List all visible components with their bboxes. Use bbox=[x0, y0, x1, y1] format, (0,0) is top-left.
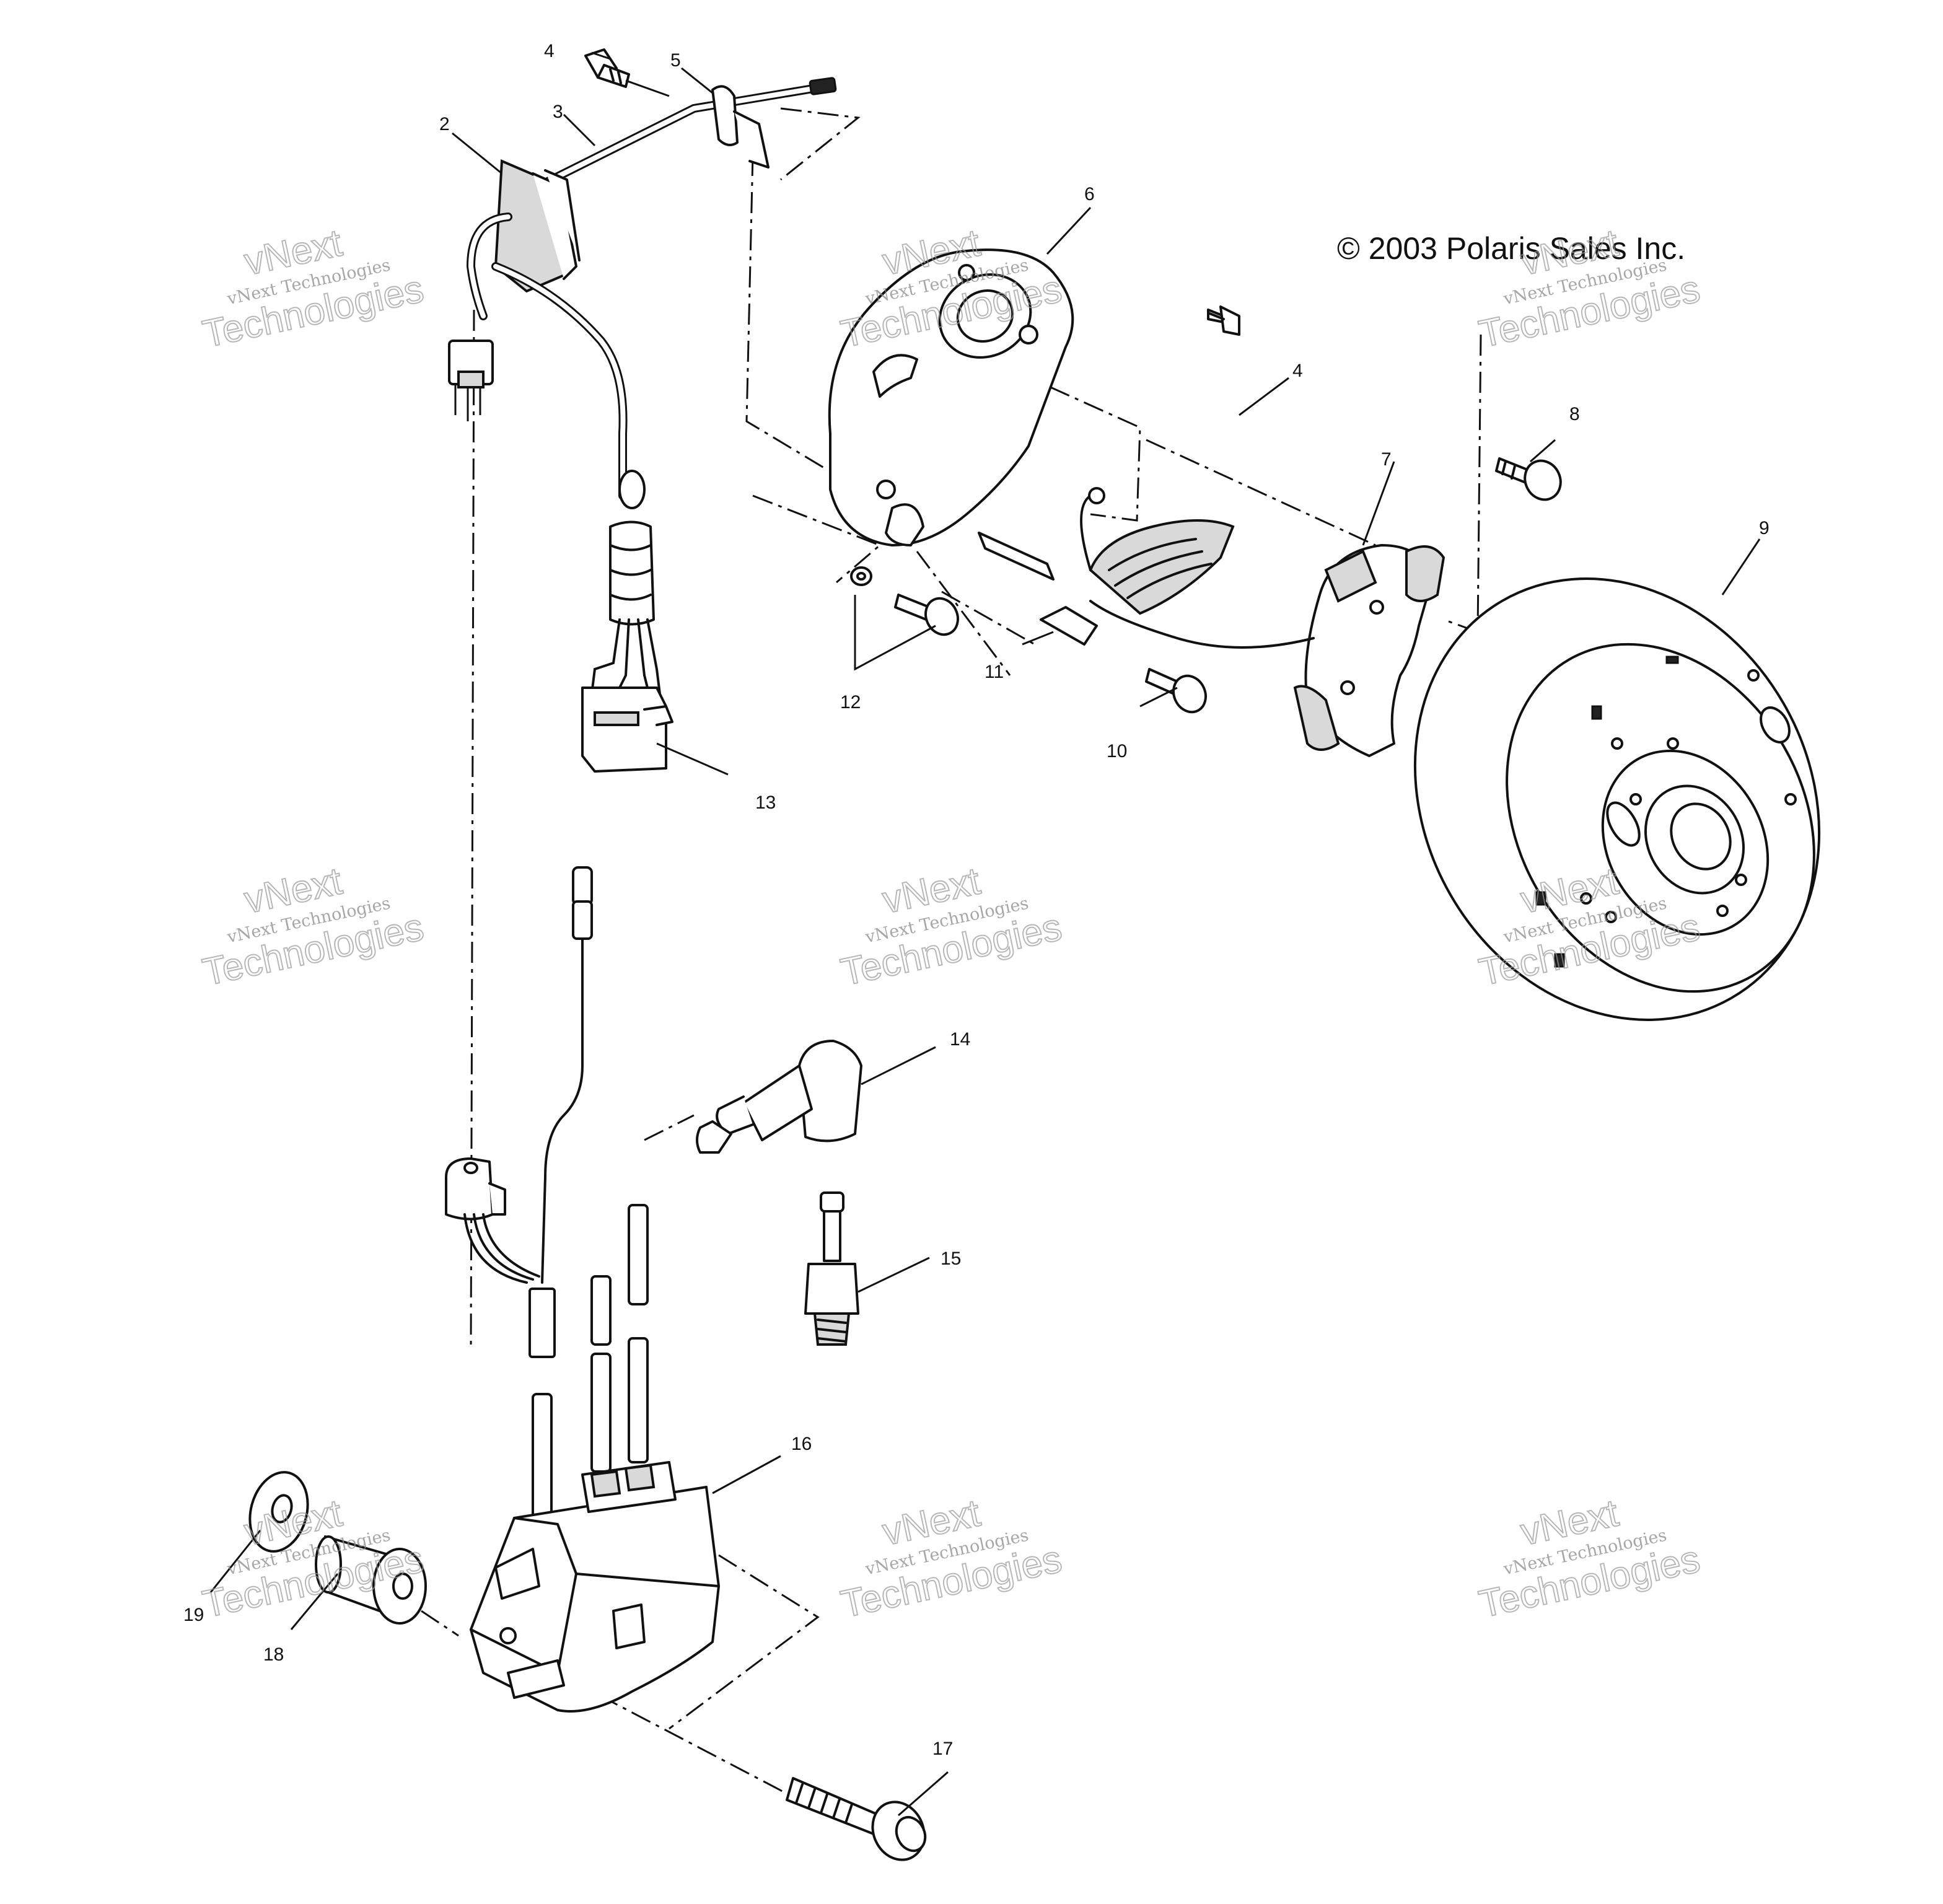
watermark-4: vNext vNext Technologies Technologies bbox=[198, 859, 428, 994]
leader-lines bbox=[209, 51, 1761, 1817]
callout-2: 2 bbox=[439, 114, 450, 134]
callout-15: 15 bbox=[941, 1248, 961, 1269]
callout-4-mid: 4 bbox=[1292, 361, 1303, 381]
callout-11: 11 bbox=[985, 662, 1004, 682]
ground-wire bbox=[535, 77, 837, 190]
spark-plug bbox=[804, 1191, 859, 1346]
flywheel bbox=[1413, 577, 1821, 1021]
harness-connector bbox=[581, 687, 673, 773]
callout-10: 10 bbox=[1107, 741, 1127, 761]
watermark-5: vNext vNext Technologies Technologies bbox=[836, 859, 1066, 994]
callout-12: 12 bbox=[840, 692, 861, 713]
watermark-3: vNext vNext Technologies Technologies bbox=[1475, 221, 1704, 356]
callout-6: 6 bbox=[1084, 184, 1095, 204]
spark-plug-cap bbox=[696, 1040, 862, 1154]
callout-3: 3 bbox=[553, 102, 563, 122]
main-harness bbox=[448, 213, 661, 695]
callout-19: 19 bbox=[183, 1605, 204, 1625]
pickup-coil bbox=[978, 487, 1235, 646]
stator-plate bbox=[828, 248, 1074, 546]
watermark-1: vNext vNext Technologies Technologies bbox=[198, 221, 428, 356]
callout-18: 18 bbox=[263, 1644, 284, 1665]
lighting-coil bbox=[1089, 544, 1445, 757]
watermark-2: vNext vNext Technologies Technologies bbox=[836, 221, 1066, 356]
watermark-8: vNext vNext Technologies Technologies bbox=[836, 1491, 1066, 1626]
ignition-coil bbox=[470, 1461, 720, 1713]
screw-mid bbox=[1207, 305, 1240, 336]
callout-5: 5 bbox=[670, 50, 681, 71]
callout-9: 9 bbox=[1759, 518, 1770, 538]
screw-8 bbox=[1495, 457, 1562, 501]
callout-14: 14 bbox=[950, 1029, 970, 1050]
callout-13: 13 bbox=[755, 792, 776, 813]
copyright-text: © 2003 Polaris Sales Inc. bbox=[1337, 231, 1685, 266]
callout-numbers: 4 5 2 3 6 4 8 7 9 11 12 10 13 14 15 16 1… bbox=[183, 41, 1770, 1759]
screw-top bbox=[584, 48, 630, 88]
kill-wire bbox=[541, 866, 593, 1284]
callout-17: 17 bbox=[932, 1739, 953, 1759]
callout-4-top: 4 bbox=[544, 41, 555, 61]
callout-16: 16 bbox=[791, 1434, 812, 1454]
wire-clamp bbox=[711, 85, 770, 169]
screw-10 bbox=[1145, 668, 1207, 714]
screw-washer-12 bbox=[850, 566, 959, 636]
bolt bbox=[786, 1777, 927, 1861]
coil-connector bbox=[445, 1157, 556, 1358]
callout-7: 7 bbox=[1381, 449, 1392, 470]
washer bbox=[248, 1471, 309, 1553]
watermark-9: vNext vNext Technologies Technologies bbox=[1475, 1491, 1704, 1626]
callout-8: 8 bbox=[1569, 404, 1580, 424]
regulator-module bbox=[494, 159, 581, 293]
